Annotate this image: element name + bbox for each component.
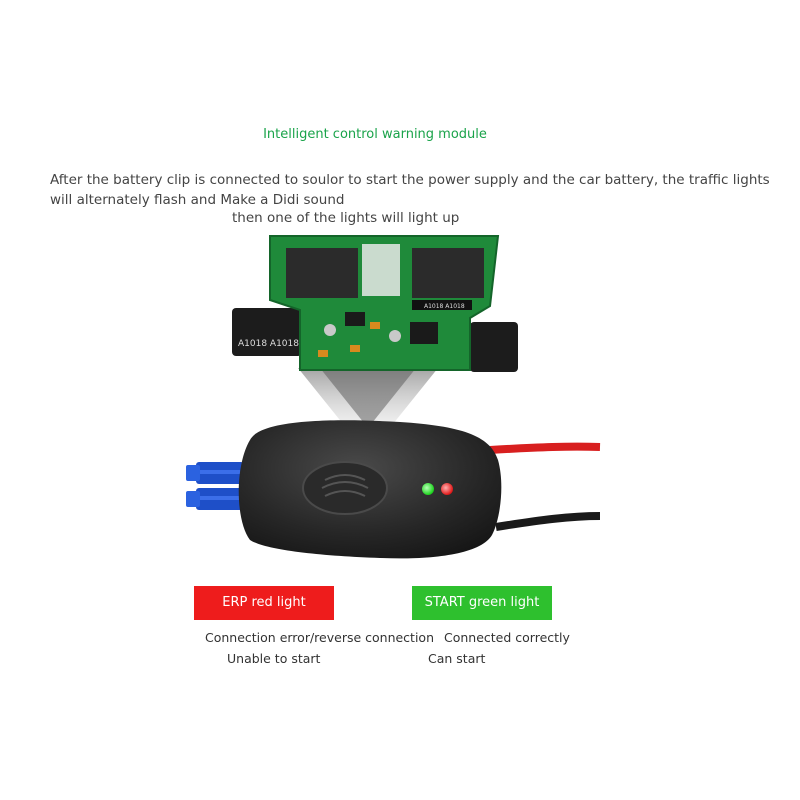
erp-red-light-label: ERP red light [194, 586, 334, 620]
module-body [238, 420, 502, 559]
red-led-icon [441, 483, 453, 495]
description-text: After the battery clip is connected to s… [50, 172, 770, 208]
pcb-board [232, 235, 518, 372]
green-led-icon [422, 483, 434, 495]
green-meaning-line2: Can start [428, 651, 486, 666]
description-text-line2: then one of the lights will light up [232, 210, 460, 226]
red-meaning-line1: Connection error/reverse connection [205, 630, 435, 645]
page-title: Intelligent control warning module [263, 127, 487, 142]
pcb-marking-1: A1018 A1018 [238, 339, 299, 349]
cable-wires [489, 442, 601, 531]
projection-beam [298, 368, 438, 455]
green-meaning-line1: Connected correctly [444, 630, 570, 645]
pcb-marking-2: A1018 A1018 [424, 303, 465, 310]
ec5-connector [186, 462, 244, 510]
red-meaning-line2: Unable to start [227, 651, 321, 666]
start-green-light-label: START green light [412, 586, 552, 620]
